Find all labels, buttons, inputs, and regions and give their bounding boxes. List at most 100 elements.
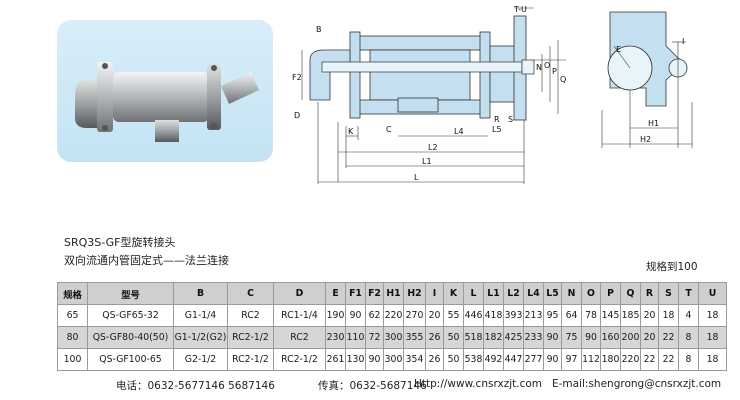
product-subtitle: 双向流通内管固定式——法兰连接 [64, 254, 229, 267]
table-cell: 230 [325, 326, 346, 349]
column-header: L4 [523, 282, 544, 305]
dim-label-t-u: T-U [513, 5, 527, 14]
table-cell: 55 [443, 304, 464, 327]
table-cell: 220 [620, 348, 641, 371]
table-cell: 22 [658, 326, 679, 349]
dim-label-l2: L2 [428, 143, 438, 152]
table-cell: 112 [581, 348, 601, 371]
table-cell: 160 [600, 326, 621, 349]
dimension-drawing-front: T-U B F2 D K C L4 L2 L1 L N O P Q R S L5 [288, 2, 592, 190]
table-cell: 180 [600, 348, 621, 371]
column-header: L [463, 282, 484, 305]
table-cell: 64 [561, 304, 582, 327]
dim-label-h1: H1 [648, 119, 659, 128]
table-cell: 72 [365, 326, 384, 349]
column-header: R [640, 282, 659, 305]
footer-phone: 电话：0632-5677146 5687146 [116, 380, 275, 392]
table-cell: 518 [463, 326, 484, 349]
footer-fax: 传真：0632-5687146 [318, 380, 427, 392]
dim-label-e: E [616, 45, 621, 54]
spec-range-label: 规格到100 [646, 261, 698, 273]
table-cell: 213 [523, 304, 544, 327]
table-cell: 80 [57, 326, 88, 349]
table-cell: 100 [57, 348, 88, 371]
dim-label-f2: F2 [292, 73, 302, 82]
column-header: F2 [365, 282, 384, 305]
dim-label-p: P [552, 67, 557, 76]
table-cell: 78 [581, 304, 601, 327]
column-header: I [425, 282, 444, 305]
table-cell: 90 [543, 326, 562, 349]
table-cell: 8 [678, 326, 699, 349]
table-cell: RC2 [227, 304, 274, 327]
dim-label-q: Q [560, 75, 566, 84]
footer-email-link[interactable]: E-mail:shengrong@cnsrxzjt.com [552, 378, 722, 390]
table-cell: 90 [581, 326, 601, 349]
dimension-drawing-side: E I H1 H2 [596, 2, 736, 152]
table-cell: 110 [345, 326, 366, 349]
product-photo [57, 20, 273, 162]
column-header: U [698, 282, 727, 305]
dim-label-k: K [348, 127, 354, 136]
column-header: K [443, 282, 464, 305]
table-cell: G1-1/4 [173, 304, 228, 327]
table-cell: 300 [383, 348, 404, 371]
table-cell: 200 [620, 326, 641, 349]
table-cell: 20 [640, 326, 659, 349]
table-cell: 354 [403, 348, 426, 371]
dim-label-l5: L5 [492, 125, 502, 134]
dim-label-c: C [386, 125, 392, 134]
rotary-joint-photo [75, 62, 259, 142]
table-cell: 418 [483, 304, 504, 327]
table-cell: 18 [698, 348, 727, 371]
dim-label-h2: H2 [640, 135, 651, 144]
table-cell: 145 [600, 304, 621, 327]
dim-label-l1: L1 [422, 157, 432, 166]
footer-website-link[interactable]: Http://www.cnsrxzjt.com [414, 378, 542, 390]
dim-label-s: S [508, 115, 513, 124]
table-cell: 220 [383, 304, 404, 327]
table-cell: 447 [503, 348, 524, 371]
table-cell: 270 [403, 304, 426, 327]
table-cell: 97 [561, 348, 582, 371]
table-cell: 20 [425, 304, 444, 327]
table-cell: 18 [658, 304, 679, 327]
table-cell: 90 [543, 348, 562, 371]
dim-label-b: B [316, 25, 322, 34]
table-cell: 22 [640, 348, 659, 371]
table-cell: 492 [483, 348, 504, 371]
table-cell: 300 [383, 326, 404, 349]
column-header: L1 [483, 282, 504, 305]
dim-label-n: N [536, 63, 542, 72]
table-cell: 4 [678, 304, 699, 327]
column-header: H1 [383, 282, 404, 305]
column-header: E [325, 282, 346, 305]
table-cell: 277 [523, 348, 544, 371]
table-cell: 185 [620, 304, 641, 327]
table-cell: 538 [463, 348, 484, 371]
table-cell: QS-GF80-40(50) [87, 326, 174, 349]
table-cell: 50 [443, 326, 464, 349]
table-cell: 90 [365, 348, 384, 371]
product-title: SRQ3S-GF型旋转接头 [64, 236, 176, 249]
column-header: F1 [345, 282, 366, 305]
column-header: 型号 [87, 282, 174, 305]
table-cell: 26 [425, 326, 444, 349]
column-header: N [561, 282, 582, 305]
column-header: B [173, 282, 228, 305]
table-cell: 393 [503, 304, 524, 327]
column-header: L2 [503, 282, 524, 305]
table-cell: 190 [325, 304, 346, 327]
table-cell: 62 [365, 304, 384, 327]
table-cell: RC2 [273, 326, 326, 349]
table-cell: 50 [443, 348, 464, 371]
column-header: L5 [543, 282, 562, 305]
column-header: D [273, 282, 326, 305]
column-header: 规格 [57, 282, 88, 305]
table-cell: 90 [345, 304, 366, 327]
table-cell: 355 [403, 326, 426, 349]
